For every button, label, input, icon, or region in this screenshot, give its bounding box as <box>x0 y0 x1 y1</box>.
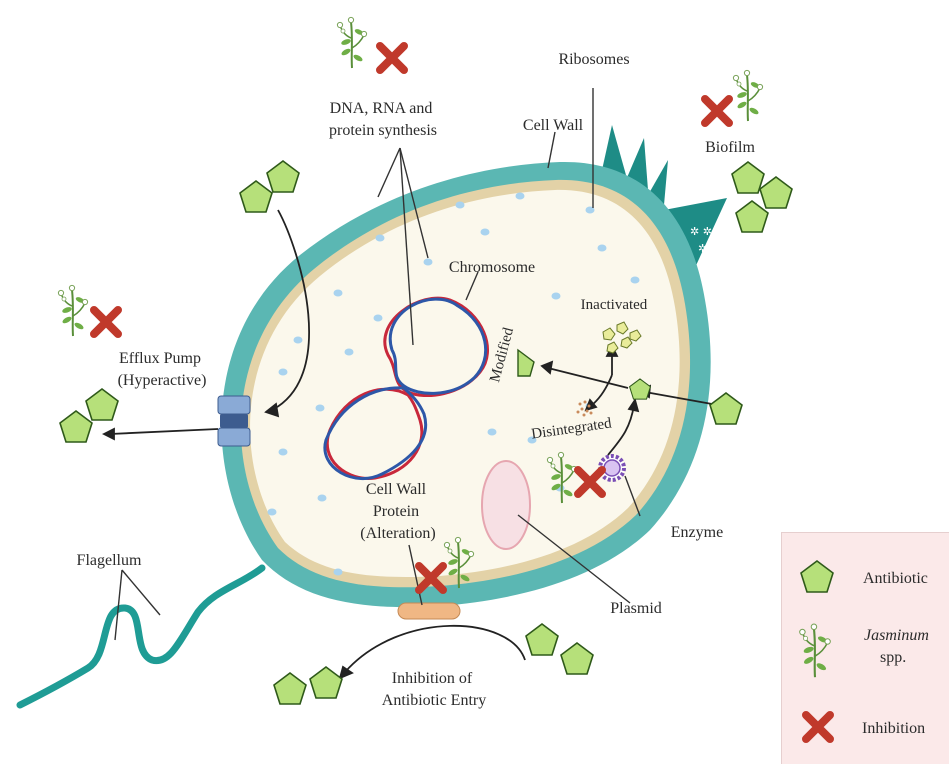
antibiotic-icon <box>86 389 118 420</box>
label-plasmid: Plasmid <box>610 600 662 617</box>
inhibition-icon <box>705 99 729 123</box>
legend-inhibition-icon <box>806 715 830 739</box>
antibiotic-icon <box>60 411 92 442</box>
legend-jasminum-icon <box>800 624 831 677</box>
inhibition-icon <box>94 310 118 334</box>
antibiotic-icon <box>561 643 593 674</box>
antibiotic-icon <box>732 162 764 193</box>
inhibition-icon <box>380 46 404 70</box>
antibiotic-icon <box>274 673 306 704</box>
antibiotic-icon-group-biofilm <box>732 162 792 232</box>
jasminum-icon <box>733 70 762 121</box>
label-ribosomes: Ribosomes <box>558 51 629 68</box>
antibiotic-icon <box>310 667 342 698</box>
legend-antibiotic-label: Antibiotic <box>863 570 928 587</box>
legend-jasminum-label: Jasminum <box>864 627 929 644</box>
antibiotic-icon-entering <box>710 393 742 424</box>
plasmid-body <box>482 461 530 549</box>
antibiotic-icon <box>526 624 558 655</box>
legend-antibiotic-icon <box>801 561 833 592</box>
label-enzyme: Enzyme <box>671 524 723 541</box>
flagellum <box>20 568 262 705</box>
antibiotic-icon <box>267 161 299 192</box>
svg-text:✲ ✲: ✲ ✲ <box>690 225 712 238</box>
label-chromosome: Chromosome <box>449 259 535 276</box>
label-inactivated: Inactivated <box>581 297 648 313</box>
label-inhibition-entry: Inhibition of Antibiotic Entry <box>382 670 486 709</box>
label-flagellum: Flagellum <box>77 552 142 569</box>
antibiotic-icon <box>760 177 792 208</box>
label-cell-wall: Cell Wall <box>523 117 584 134</box>
jasminum-icon <box>58 285 87 336</box>
legend-jasminum-spp: spp. <box>880 649 906 666</box>
antibiotic-icon-group-top-left <box>240 161 299 212</box>
cell-wall-protein <box>398 603 460 619</box>
legend-inhibition-label: Inhibition <box>862 720 925 737</box>
label-efflux-pump: Efflux Pump (Hyperactive) <box>118 350 207 389</box>
efflux-pump <box>218 396 250 446</box>
svg-text:✲ ✲: ✲ ✲ <box>698 242 720 255</box>
antibiotic-icon <box>240 181 272 212</box>
legend: Antibiotic Jasminum spp. Inhibition <box>800 561 929 739</box>
label-dna-synthesis: DNA, RNA and protein synthesis <box>329 100 437 139</box>
jasminum-icon <box>337 17 366 68</box>
antibiotic-icon <box>736 201 768 232</box>
label-biofilm: Biofilm <box>705 139 755 156</box>
